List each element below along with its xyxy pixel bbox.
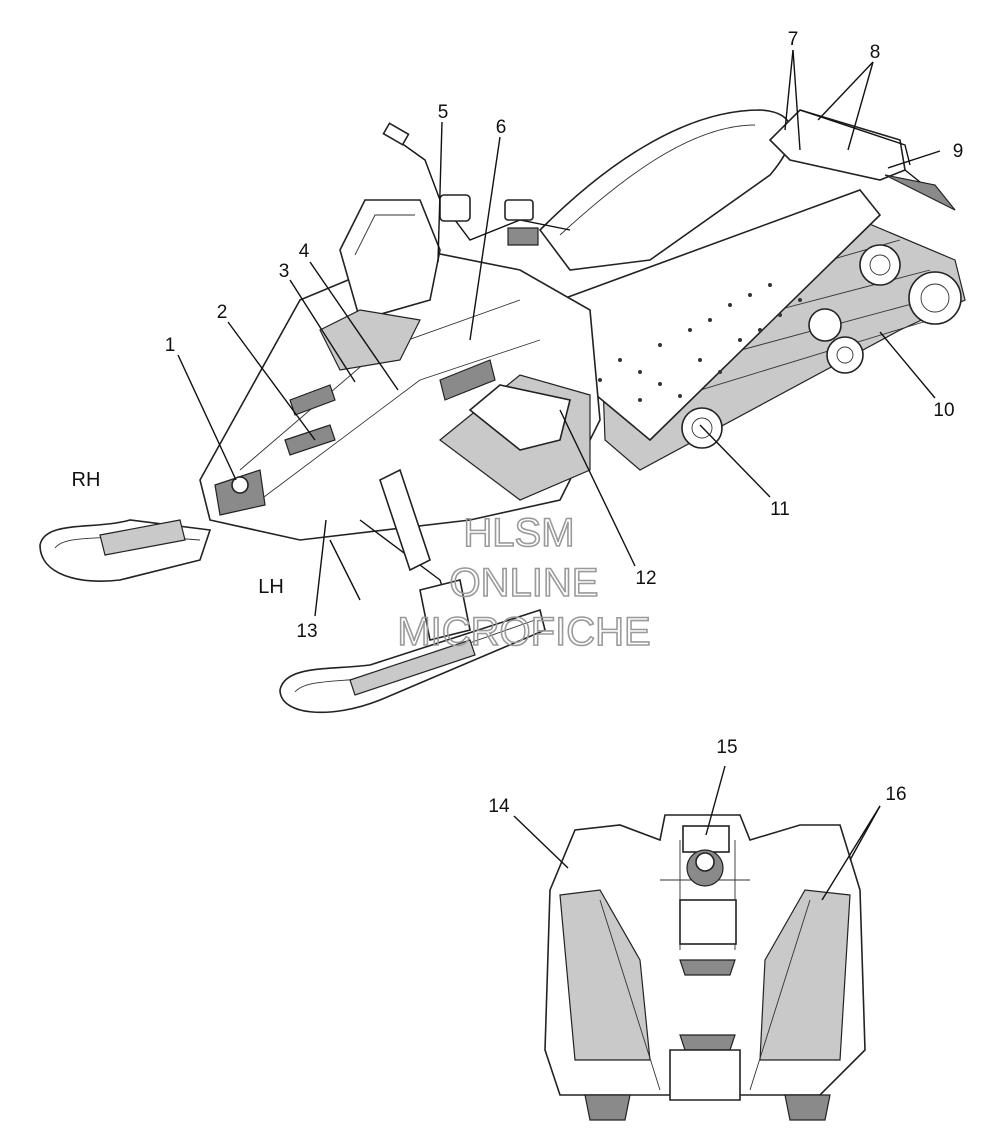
callout-13: 13	[296, 621, 317, 642]
watermark: HLSM ONLINE MICROFICHE	[397, 510, 652, 655]
callout-6: 6	[496, 117, 507, 138]
watermark-line-2: ONLINE	[450, 561, 599, 605]
callout-15: 15	[716, 737, 737, 758]
leader-lines	[177, 49, 941, 901]
callout-3: 3	[279, 261, 290, 282]
callout-14: 14	[488, 796, 510, 817]
callout-9: 9	[953, 141, 964, 162]
side-label-lh: LH	[258, 576, 284, 598]
callout-4: 4	[299, 241, 310, 262]
callout-16: 16	[885, 784, 906, 805]
side-label-rh: RH	[72, 469, 101, 491]
hood-detail-illustration	[544, 814, 866, 1121]
callout-2: 2	[217, 302, 228, 323]
watermark-line-1: HLSM	[463, 511, 574, 555]
watermark-line-3: MICROFICHE	[397, 610, 650, 654]
callout-7: 7	[788, 29, 799, 50]
callout-5: 5	[438, 102, 449, 123]
callout-11: 11	[770, 499, 790, 520]
callout-8: 8	[870, 42, 881, 63]
callout-10: 10	[933, 400, 954, 421]
callout-12: 12	[635, 568, 656, 589]
snowmobile-illustration	[39, 109, 966, 714]
callout-1: 1	[165, 335, 176, 356]
